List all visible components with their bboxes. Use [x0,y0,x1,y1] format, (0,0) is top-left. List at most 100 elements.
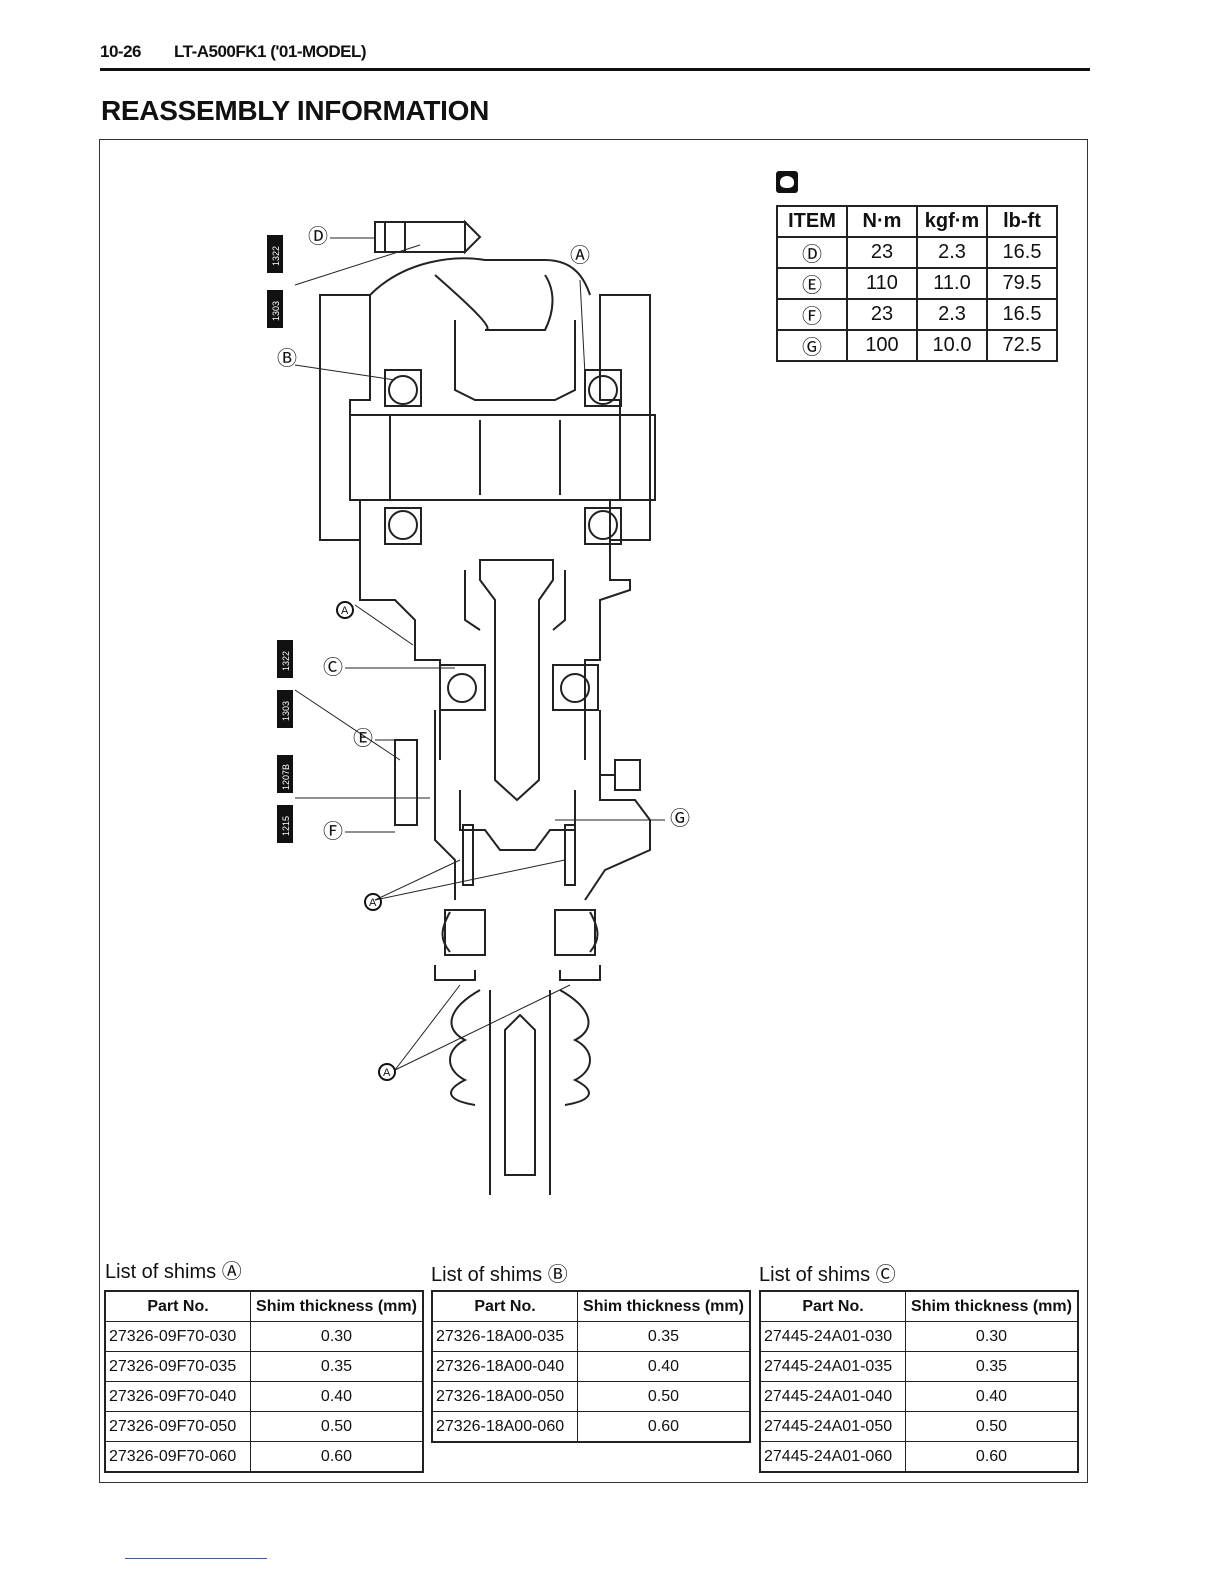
cell: 0.50 [905,1411,1079,1442]
col-part-no: Part No. [104,1290,251,1322]
cell: 27326-18A00-060 [431,1411,578,1443]
housing-left [319,294,371,541]
cell: 11.0 [916,267,988,300]
cell: 10.0 [916,329,988,362]
grease-mark-2: A [369,897,377,909]
page-title: REASSEMBLY INFORMATION [101,95,490,126]
cell: 0.35 [250,1351,424,1382]
callout-d: Ⓓ [308,225,328,248]
cell: 0.50 [577,1381,751,1412]
threadlock-code-4: 1303 [281,701,291,721]
cell: 0.50 [250,1411,424,1442]
threadlock-code-3: 1322 [281,651,291,671]
cell: 2.3 [916,298,988,331]
cell: 27326-09F70-040 [104,1381,251,1412]
output-shaft [504,1013,536,1176]
model-name: LT-A500FK1 ('01-MODEL) [174,42,367,61]
cell: Ⓓ [776,236,848,269]
rubber-boot-left [449,989,481,1106]
callout-g: Ⓖ [670,807,690,830]
col-nm: N·m [846,205,918,238]
table-header-row: Part No. Shim thickness (mm) [104,1290,424,1322]
col-part-no: Part No. [431,1290,578,1322]
cell: 0.40 [905,1381,1079,1412]
callout-e: Ⓔ [353,727,373,750]
cell: 79.5 [986,267,1058,300]
col-thickness: Shim thickness (mm) [250,1290,424,1322]
cell: 27326-18A00-040 [431,1351,578,1382]
threadlock-code-1: 1322 [271,246,281,266]
page-number: 10-26 [100,42,141,61]
cell: 27326-18A00-050 [431,1381,578,1412]
cell: 16.5 [986,298,1058,331]
cell: 0.30 [905,1321,1079,1352]
cell: 27445-24A01-060 [759,1441,906,1473]
callout-b: Ⓑ [277,347,297,370]
cell: 72.5 [986,329,1058,362]
col-lbft: lb-ft [986,205,1058,238]
bolt-d [374,221,466,253]
cell: Ⓕ [776,298,848,331]
torque-wrench-icon [776,171,798,193]
rubber-boot-right [559,989,591,1106]
final-drive-cross-section-diagram: Ⓓ Ⓐ Ⓑ Ⓒ Ⓔ Ⓕ Ⓖ 1322 1303 1322 1303 1207B … [267,219,690,1195]
cell: 0.30 [250,1321,424,1352]
callout-f: Ⓕ [323,820,343,843]
threadlock-code-6: 1215 [281,816,291,836]
torque-specs-table: ITEM N·m kgf·m lb-ft Ⓓ 23 2.3 16.5 Ⓔ 110… [776,205,1058,362]
col-part-no: Part No. [759,1290,906,1322]
cell: 2.3 [916,236,988,269]
horizontal-shaft [349,414,656,501]
table-row: Ⓕ 23 2.3 16.5 [776,298,1058,331]
grease-mark-1: A [341,605,349,617]
cell: 27326-09F70-030 [104,1321,251,1352]
cell: Ⓔ [776,267,848,300]
cell: 27326-09F70-050 [104,1411,251,1442]
shim-b-table: Part No. Shim thickness (mm) 27326-18A00… [431,1290,751,1443]
threadlock-code-5: 1207B [281,764,291,790]
cell: 27445-24A01-030 [759,1321,906,1352]
shim-b-caption: List of shims Ⓑ [431,1264,568,1286]
col-kgfm: kgf·m [916,205,988,238]
pinion-shaft [479,559,554,802]
shim-a-caption: List of shims Ⓐ [105,1261,242,1283]
cell: 27445-24A01-040 [759,1381,906,1412]
cell: 0.35 [577,1321,751,1352]
table-header-row: Part No. Shim thickness (mm) [431,1290,751,1322]
threadlock-code-2: 1303 [271,301,281,321]
table-header-row: ITEM N·m kgf·m lb-ft [776,205,1058,238]
shim-c-caption: List of shims Ⓒ [759,1264,896,1286]
cell: 0.60 [577,1411,751,1443]
cell: 27445-24A01-050 [759,1411,906,1442]
shim-c-table: Part No. Shim thickness (mm) 27445-24A01… [759,1290,1079,1473]
cell: 27326-09F70-060 [104,1441,251,1473]
callout-c: Ⓒ [323,656,343,679]
cell: Ⓖ [776,329,848,362]
cell: 27445-24A01-035 [759,1351,906,1382]
cell: 100 [846,329,918,362]
cell: 0.40 [577,1351,751,1382]
table-row: Ⓔ 110 11.0 79.5 [776,267,1058,300]
cell: 0.60 [905,1441,1079,1473]
shim-a-table: Part No. Shim thickness (mm) 27326-09F70… [104,1290,424,1473]
page-header: 10-26 LT-A500FK1 ('01-MODEL) [100,40,1090,71]
col-thickness: Shim thickness (mm) [577,1290,751,1322]
table-header-row: Part No. Shim thickness (mm) [759,1290,1079,1322]
cell: 23 [846,298,918,331]
cell: 0.60 [250,1441,424,1473]
table-row: Ⓖ 100 10.0 72.5 [776,329,1058,362]
cell: 27326-18A00-035 [431,1321,578,1352]
col-thickness: Shim thickness (mm) [905,1290,1079,1322]
cell: 0.35 [905,1351,1079,1382]
